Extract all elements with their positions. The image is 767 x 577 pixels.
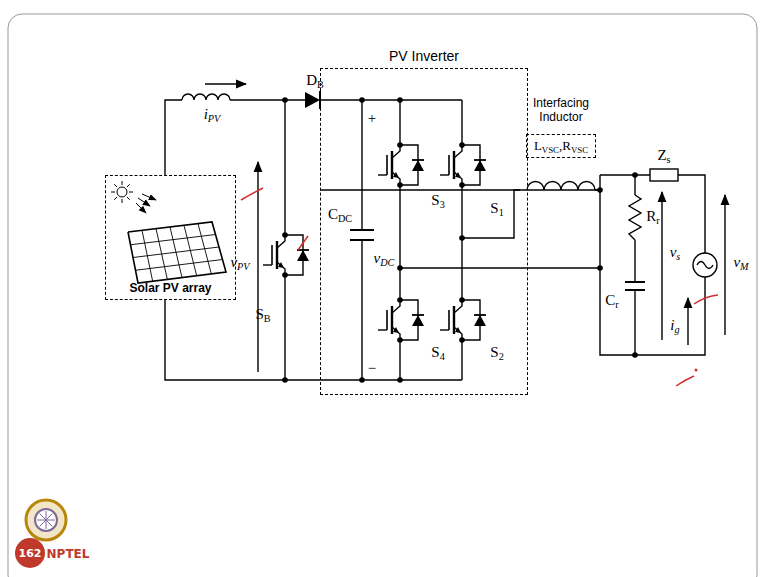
junction-dot [359, 377, 365, 383]
wire [361, 240, 362, 380]
diode-symbol [305, 91, 320, 109]
capacitor-label: Cr [605, 293, 618, 308]
resistor-label: Rr [646, 209, 659, 224]
diode-label: DB [306, 73, 324, 88]
voltage-label: vM [733, 255, 748, 270]
junction-dot [397, 377, 403, 383]
voltage-label: vPV [230, 255, 249, 270]
wire-connector [320, 189, 598, 190]
igbt-switch [378, 268, 424, 380]
junction-dot [282, 272, 288, 278]
box-heading: PV Inverter [320, 46, 528, 66]
resistor-symbol [629, 195, 641, 240]
junction-dot [397, 97, 403, 103]
junction-dot [459, 297, 465, 303]
wire [165, 300, 462, 380]
wire [320, 99, 462, 100]
voltage-label: vs [670, 245, 681, 260]
quantity-arrow [661, 192, 662, 340]
current-label: ig [670, 318, 679, 333]
polarity-sign: − [368, 361, 376, 376]
box-heading: Solar PV array [106, 281, 235, 295]
junction-dot [597, 265, 603, 271]
inductor-box: Interfacing InductorLVSC,RVSC [524, 96, 598, 196]
junction-dot [397, 182, 403, 188]
quantity-arrow [205, 83, 246, 84]
impedance-box [650, 169, 678, 181]
pv-array-box: Solar PV array [105, 175, 236, 300]
pen-annotation [298, 236, 308, 250]
inductor-coil [182, 94, 230, 100]
voltage-label: vDC [374, 251, 395, 266]
box-heading: Interfacing Inductor [528, 96, 594, 124]
wire [165, 100, 182, 175]
junction-dot [359, 97, 365, 103]
sun-icon [111, 181, 156, 213]
quantity-arrow [724, 195, 725, 335]
wire [678, 175, 705, 253]
junction-dot [459, 337, 465, 343]
wire [230, 99, 305, 100]
capacitor-plate [625, 281, 645, 283]
switch-label: S1 [490, 201, 503, 216]
switch-label: S4 [431, 345, 444, 360]
wire [634, 290, 635, 355]
parameter-label: LVSC,RVSC [526, 134, 596, 158]
polarity-sign: + [368, 111, 376, 126]
pen-annotation [241, 188, 263, 200]
impedance-label: Zs [657, 148, 670, 163]
wire [634, 175, 635, 195]
wire [400, 267, 600, 268]
current-label: iPV [204, 107, 221, 122]
wire [600, 174, 650, 175]
igbt-switch [440, 238, 486, 380]
inductor-coil [527, 182, 595, 191]
junction-dot [397, 297, 403, 303]
switch-label: S3 [431, 193, 444, 208]
wire [600, 175, 705, 355]
slide-number: 162 [19, 547, 42, 560]
igbt-switch [378, 100, 424, 268]
quantity-arrow [687, 298, 688, 345]
slide-frame [8, 14, 757, 577]
quantity-arrow [257, 162, 258, 372]
capacitor-plate [350, 229, 374, 231]
grid-source [693, 253, 717, 277]
igbt-switch [440, 100, 486, 238]
switch-label: S2 [490, 345, 503, 360]
wire [634, 240, 635, 282]
junction-dot [397, 337, 403, 343]
junction-dot [459, 142, 465, 148]
junction-dot [397, 142, 403, 148]
igbt-switch [263, 100, 309, 380]
junction-dot [282, 232, 288, 238]
capacitor-plate [625, 289, 645, 291]
wire [462, 190, 520, 238]
pv-panel [128, 222, 226, 283]
junction-dot [632, 172, 638, 178]
capacitor-plate [350, 239, 374, 241]
nptel-logo-text: NPTEL [47, 547, 90, 561]
pen-annotation [694, 295, 718, 304]
pen-annotation [676, 376, 694, 386]
switch-label: SB [255, 307, 270, 322]
capacitor-label: CDC [328, 207, 352, 222]
wire [361, 100, 362, 230]
junction-dot [459, 182, 465, 188]
junction-dot [597, 187, 603, 193]
